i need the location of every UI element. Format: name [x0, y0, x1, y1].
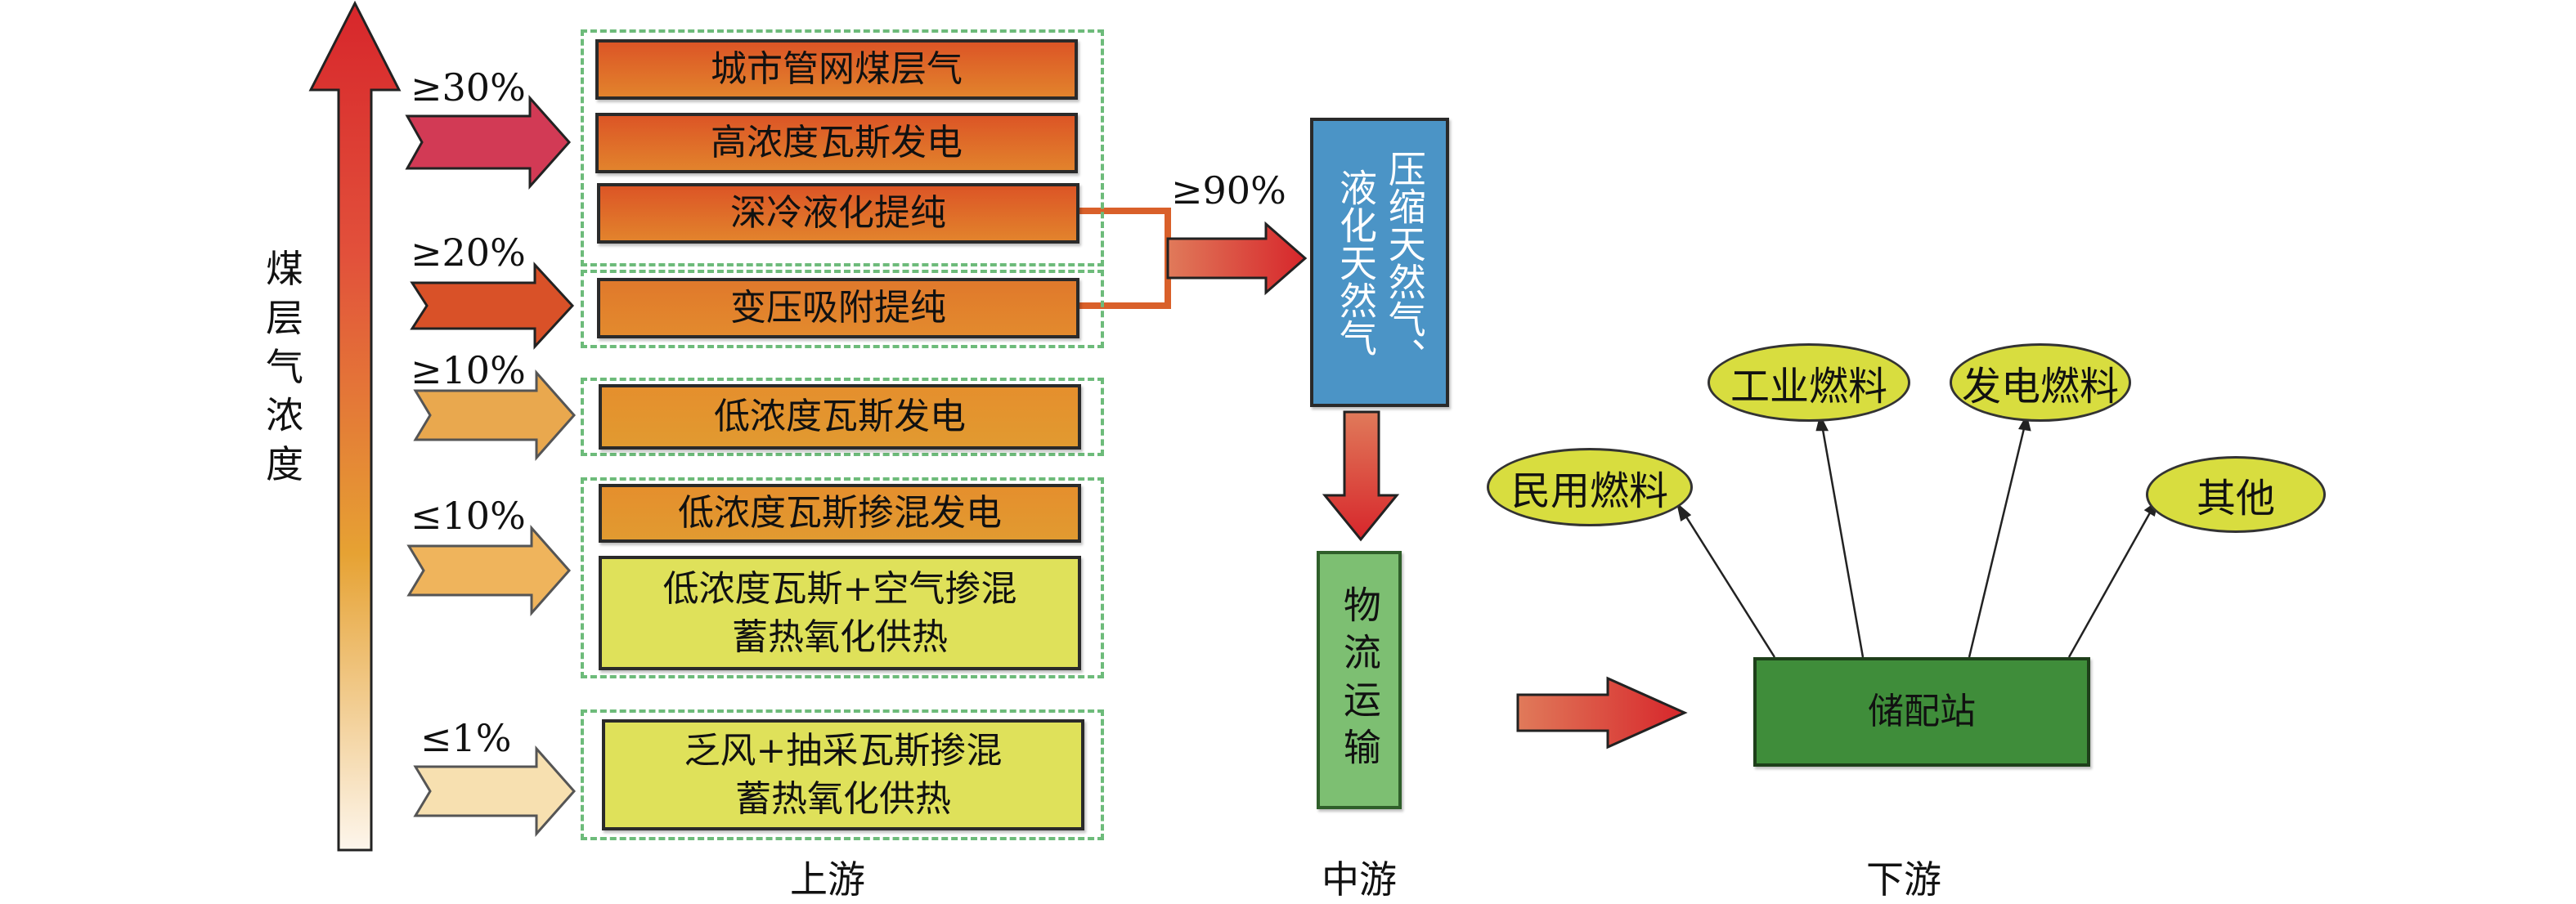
box-low-air-rto: 低浓度瓦斯+空气掺混 蓄热氧化供热 [599, 556, 1081, 670]
group-mix [581, 477, 1104, 678]
box-storage-station: 储配站 [1753, 657, 2090, 767]
use-industrial: 工业燃料 [1708, 343, 1910, 422]
box-low-gas-power: 低浓度瓦斯发电 [599, 384, 1081, 450]
box-cng-lng: 压缩天然气、 液化天然气 [1310, 118, 1449, 407]
arrow-90 [1166, 221, 1308, 296]
threshold-30: ≥30% [411, 65, 526, 110]
arrow-down [1322, 410, 1400, 542]
stage-upstream: 上游 [790, 857, 865, 902]
threshold-le1: ≤1% [420, 716, 512, 760]
cng-lng-label: 压缩天然气、 液化天然气 [1334, 150, 1427, 375]
arrow-20 [410, 262, 575, 350]
axis-label: 煤层气浓度 [266, 247, 303, 487]
use-residential: 民用燃料 [1487, 448, 1693, 526]
box-logistics: 物流运输 [1317, 551, 1402, 809]
box-high-gas-power: 高浓度瓦斯发电 [595, 113, 1078, 173]
arrow-10b [406, 525, 572, 616]
threshold-20: ≥20% [411, 230, 526, 275]
arrow-30 [405, 95, 572, 190]
threshold-le10: ≤10% [411, 494, 526, 538]
logistics-label: 物流运输 [1337, 585, 1382, 775]
group-high [581, 29, 1104, 266]
arrow-to-station [1516, 676, 1688, 750]
stage-downstream: 下游 [1866, 857, 1941, 902]
threshold-10: ≥10% [411, 348, 526, 392]
arrow-10a [413, 369, 577, 461]
group-ventilation [581, 709, 1104, 840]
box-city-gas: 城市管网煤层气 [595, 39, 1078, 100]
box-cryogenic: 深冷液化提纯 [597, 183, 1079, 244]
group-low [581, 378, 1104, 456]
use-other: 其他 [2146, 456, 2326, 533]
stage-midstream: 中游 [1322, 857, 1397, 902]
concentration-axis-arrow [308, 0, 402, 852]
box-psa: 变压吸附提纯 [597, 278, 1079, 338]
arrow-1 [413, 745, 577, 837]
group-psa [581, 270, 1104, 348]
box-low-mix-power: 低浓度瓦斯掺混发电 [599, 484, 1081, 543]
box-ventilation-rto: 乏风+抽采瓦斯掺混 蓄热氧化供热 [602, 719, 1084, 830]
use-power: 发电燃料 [1950, 343, 2131, 422]
threshold-90: ≥90% [1171, 168, 1286, 213]
